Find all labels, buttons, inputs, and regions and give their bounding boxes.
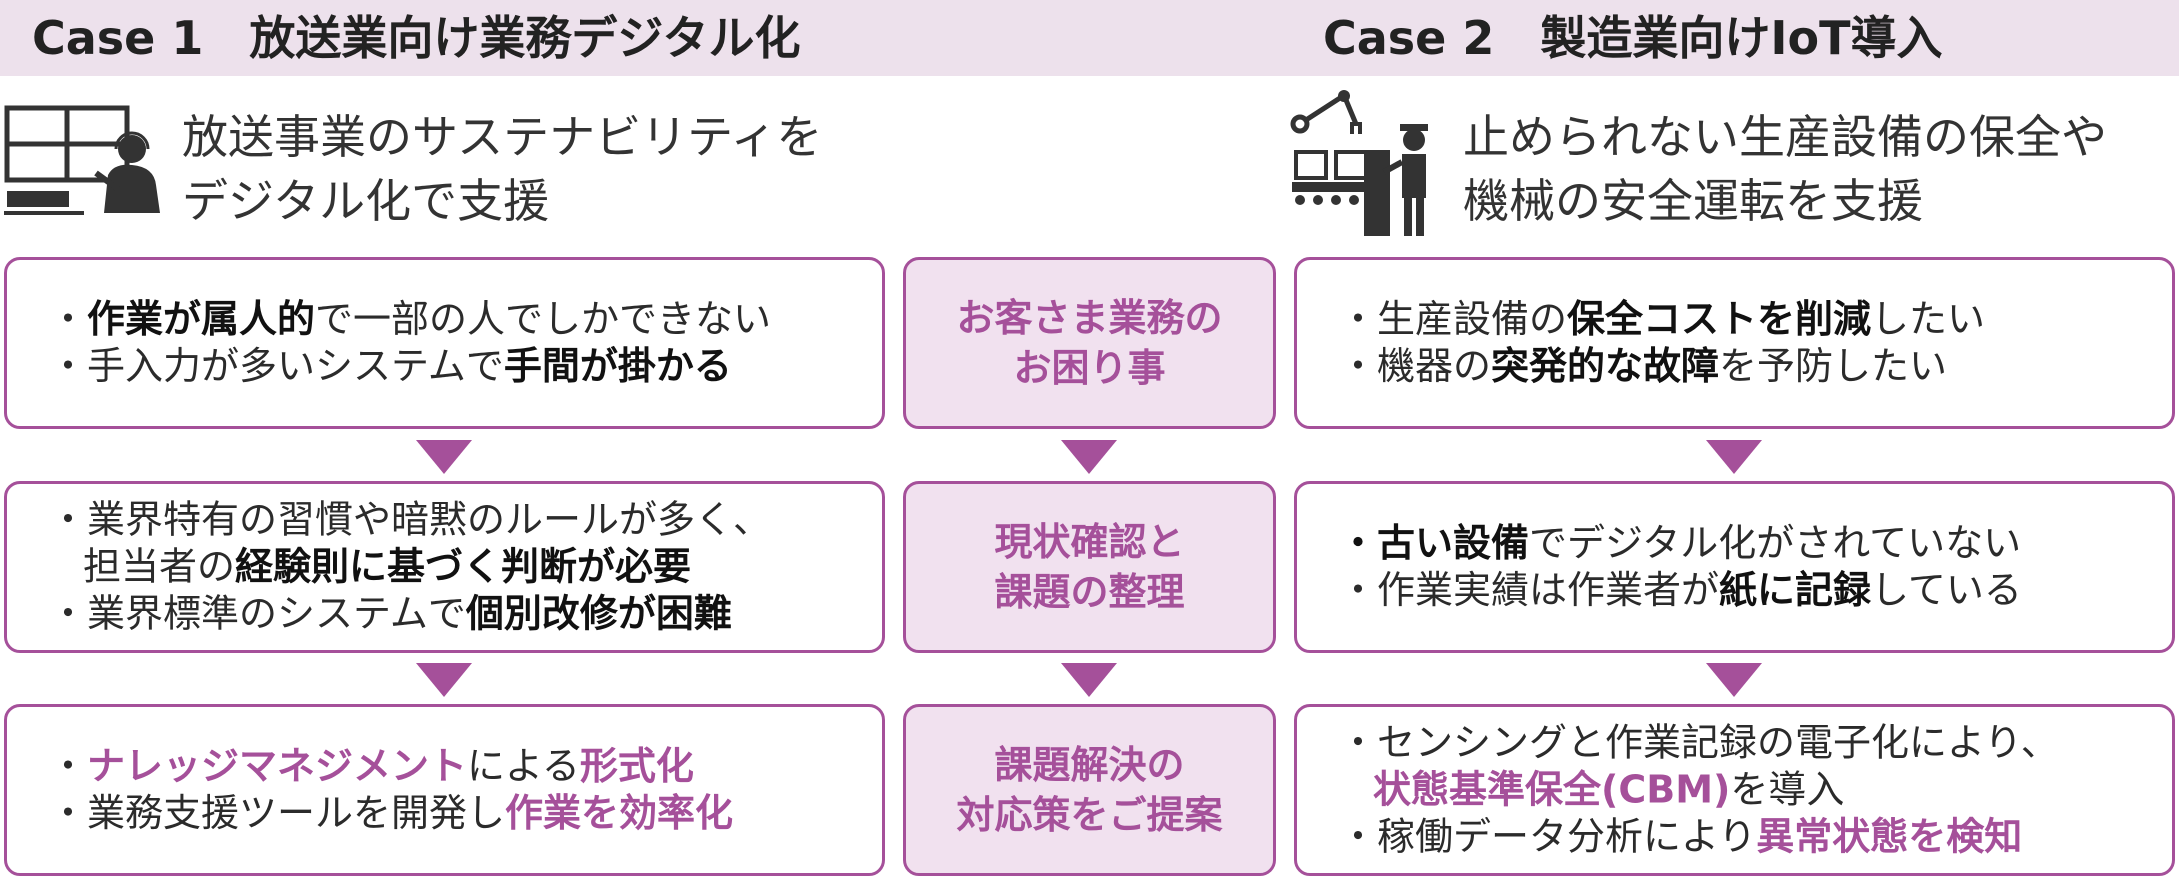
case2-analysis-text: ・古い設備でデジタル化がされていない・作業実績は作業者が紙に記録している — [1297, 520, 2172, 614]
case1-lead-line: デジタル化で支援 — [182, 174, 550, 228]
factory-robot-arm-icon — [1290, 90, 1428, 236]
emphasis-text: 保全コストを削減 — [1567, 297, 1872, 341]
emphasis-text: 経験則に基づく判断が必要 — [235, 544, 692, 589]
bullet-line: ・作業が属人的で一部の人でしかできない — [7, 296, 882, 343]
bullet-line: ・業務支援ツールを開発し作業を効率化 — [7, 790, 882, 837]
case2-solution-text: ・センシングと作業記録の電子化により、状態基準保全(CBM)を導入・稼働データ分… — [1297, 720, 2172, 861]
body-text: ・ — [49, 297, 88, 341]
case1-solution-box: ・ナレッジマネジメントによる形式化・業務支援ツールを開発し作業を効率化 — [4, 704, 885, 876]
body-text: でデジタル化がされていない — [1529, 521, 2022, 565]
bullet-line: ・稼働データ分析により異常状態を検知 — [1297, 814, 2172, 861]
highlight-text: 作業を効率化 — [505, 791, 734, 835]
body-text: ・ — [49, 744, 88, 788]
case1-problem-box: ・作業が属人的で一部の人でしかできない・手入力が多いシステムで手間が掛かる — [4, 257, 885, 429]
down-arrow-icon — [416, 663, 472, 697]
center-step-label: お客さま業務の お困り事 — [906, 293, 1273, 393]
body-text: ・機器の — [1339, 344, 1492, 388]
bullet-line: ・手入力が多いシステムで手間が掛かる — [7, 343, 882, 390]
highlight-text: ナレッジマネジメント — [87, 744, 468, 788]
emphasis-text: ・ — [1339, 521, 1378, 565]
case2-problem-box: ・生産設備の保全コストを削減したい・機器の突発的な故障を予防したい — [1294, 257, 2175, 429]
body-text: による — [467, 744, 580, 788]
body-text: ・生産設備の — [1339, 297, 1568, 341]
bullet-line: ・作業実績は作業者が紙に記録している — [1297, 567, 2172, 614]
center-step-label: 課題解決の 対応策をご提案 — [906, 740, 1273, 840]
down-arrow-icon — [1061, 440, 1117, 474]
case1-solution-text: ・ナレッジマネジメントによる形式化・業務支援ツールを開発し作業を効率化 — [7, 743, 882, 837]
case1-lead-line: 放送事業のサステナビリティを — [182, 110, 823, 164]
body-text: したい — [1871, 297, 1986, 341]
bullet-line: ・ナレッジマネジメントによる形式化 — [7, 743, 882, 790]
case1-analysis-text: ・業界特有の習慣や暗黙のルールが多く、担当者の経験則に基づく判断が必要・業界標準… — [7, 497, 882, 638]
highlight-text: 異常状態を検知 — [1756, 814, 2023, 859]
down-arrow-icon — [1706, 440, 1762, 474]
bullet-line: 状態基準保全(CBM)を導入 — [1297, 767, 2172, 814]
down-arrow-icon — [416, 440, 472, 474]
body-text: を導入 — [1730, 767, 1845, 812]
body-text: ・業界標準のシステムで — [49, 591, 466, 636]
operator-monitor-icon — [4, 105, 160, 215]
bullet-line: ・生産設備の保全コストを削減したい — [1297, 296, 2172, 343]
bullet-line: ・古い設備でデジタル化がされていない — [1297, 520, 2172, 567]
body-text: ・稼働データ分析により — [1339, 814, 1757, 859]
bullet-line: ・機器の突発的な故障を予防したい — [1297, 343, 2172, 390]
case2-lead-line: 止められない生産設備の保全や — [1463, 110, 2107, 164]
center-label-line: お困り事 — [1013, 346, 1166, 390]
case2-title: Case 2 製造業向けIoT導入 — [1323, 11, 1943, 65]
case1-title: Case 1 放送業向け業務デジタル化 — [32, 11, 801, 65]
bullet-line: 担当者の経験則に基づく判断が必要 — [7, 544, 882, 591]
body-text: で一部の人でしかできない — [315, 297, 772, 341]
case2-solution-box: ・センシングと作業記録の電子化により、状態基準保全(CBM)を導入・稼働データ分… — [1294, 704, 2175, 876]
down-arrow-icon — [1706, 663, 1762, 697]
highlight-text: 状態基準保全(CBM) — [1373, 767, 1731, 812]
body-text: ・業務支援ツールを開発し — [49, 791, 506, 835]
body-text: ・作業実績は作業者が — [1339, 568, 1720, 612]
emphasis-text: 個別改修が困難 — [465, 591, 732, 636]
emphasis-text: 手間が掛かる — [503, 344, 732, 388]
center-step-analysis: 現状確認と 課題の整理 — [903, 481, 1276, 653]
case2-lead: 止められない生産設備の保全や 機械の安全運転を支援 — [1463, 105, 2107, 233]
header-band — [0, 0, 2179, 76]
body-text: している — [1871, 568, 2022, 612]
bullet-line: ・業界特有の習慣や暗黙のルールが多く、 — [7, 497, 882, 544]
case1-analysis-box: ・業界特有の習慣や暗黙のルールが多く、担当者の経験則に基づく判断が必要・業界標準… — [4, 481, 885, 653]
emphasis-text: 作業が属人的 — [87, 297, 316, 341]
center-label-line: 課題解決の — [994, 743, 1185, 787]
center-label-line: 課題の整理 — [994, 570, 1185, 614]
emphasis-text: 紙に記録 — [1719, 568, 1872, 612]
body-text: 担当者の — [83, 544, 236, 589]
center-label-line: お客さま業務の — [956, 296, 1223, 340]
case1-lead: 放送事業のサステナビリティを デジタル化で支援 — [182, 105, 822, 233]
center-label-line: 対応策をご提案 — [956, 793, 1223, 837]
body-text: ・センシングと作業記録の電子化により、 — [1339, 720, 2059, 765]
body-text: を予防したい — [1719, 344, 1948, 388]
case2-lead-line: 機械の安全運転を支援 — [1463, 174, 1923, 228]
center-step-problems: お客さま業務の お困り事 — [903, 257, 1276, 429]
center-step-solution: 課題解決の 対応策をご提案 — [903, 704, 1276, 876]
body-text: ・手入力が多いシステムで — [49, 344, 504, 388]
bullet-line: ・センシングと作業記録の電子化により、 — [1297, 720, 2172, 767]
case2-problem-text: ・生産設備の保全コストを削減したい・機器の突発的な故障を予防したい — [1297, 296, 2172, 390]
down-arrow-icon — [1061, 663, 1117, 697]
body-text: ・業界特有の習慣や暗黙のルールが多く、 — [49, 497, 772, 542]
emphasis-text: 古い設備 — [1377, 521, 1530, 565]
bullet-line: ・業界標準のシステムで個別改修が困難 — [7, 591, 882, 638]
center-label-line: 現状確認と — [994, 520, 1185, 564]
highlight-text: 形式化 — [579, 744, 694, 788]
center-step-label: 現状確認と 課題の整理 — [906, 517, 1273, 617]
case1-problem-text: ・作業が属人的で一部の人でしかできない・手入力が多いシステムで手間が掛かる — [7, 296, 882, 390]
case2-analysis-box: ・古い設備でデジタル化がされていない・作業実績は作業者が紙に記録している — [1294, 481, 2175, 653]
emphasis-text: 突発的な故障 — [1491, 344, 1720, 388]
